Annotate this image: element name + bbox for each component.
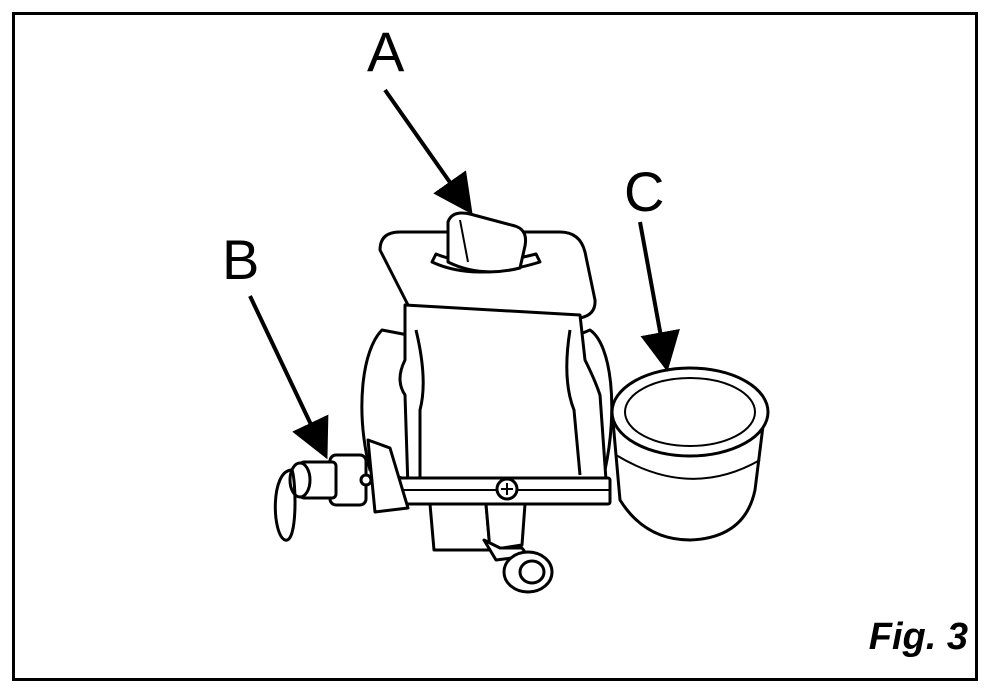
arrow-b <box>248 295 329 460</box>
front-contour-right <box>565 329 582 476</box>
mounting-bar <box>396 476 612 506</box>
callout-arrows <box>248 88 680 460</box>
callout-label-c: C <box>624 160 665 223</box>
lower-assembly <box>428 502 554 594</box>
callout-label-b: B <box>222 228 260 291</box>
housing <box>360 230 614 490</box>
side-cup <box>610 366 770 542</box>
figure-caption: Fig. 3 <box>868 616 968 658</box>
fitting-ring <box>273 468 297 542</box>
fitting-bolt <box>359 473 373 487</box>
fitting-bracket <box>366 438 410 514</box>
knob-grip <box>459 219 469 263</box>
callout-label-a: A <box>367 20 405 83</box>
lower-block-2 <box>484 502 527 552</box>
front-face <box>398 303 608 490</box>
arrow-c <box>638 221 680 372</box>
control-knob <box>430 211 542 274</box>
lower-cylinder-inner <box>518 559 546 585</box>
cup-inner <box>624 377 756 447</box>
lower-block <box>428 502 492 552</box>
side-fitting <box>273 438 410 542</box>
front-contour <box>414 329 425 480</box>
cup-band <box>615 454 761 480</box>
arrow-a <box>383 88 473 215</box>
